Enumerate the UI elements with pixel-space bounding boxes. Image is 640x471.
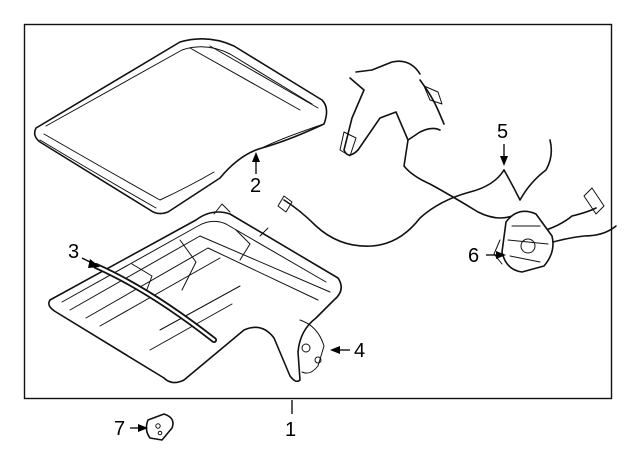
callout-7: 7	[114, 418, 148, 440]
diagram-frame	[23, 23, 613, 400]
roof-panel-part[interactable]	[33, 38, 328, 215]
callout-2-label: 2	[250, 175, 261, 197]
callout-4-label: 4	[354, 340, 365, 362]
callout-3-label: 3	[68, 241, 79, 263]
callout-1: 1	[285, 400, 296, 441]
callout-4: 4	[330, 340, 365, 362]
bracket-clip-part[interactable]	[145, 413, 174, 441]
callout-6-label: 6	[468, 245, 479, 267]
callout-2: 2	[250, 152, 261, 197]
callout-7-label: 7	[114, 418, 125, 440]
callout-1-label: 1	[285, 419, 296, 441]
weatherstrip-seal-part[interactable]	[93, 263, 217, 343]
callout-6: 6	[468, 245, 506, 267]
wiring-harness-part[interactable]	[277, 60, 617, 247]
hydraulic-pump-part[interactable]	[493, 210, 554, 273]
top-frame-assembly-part[interactable]	[48, 203, 342, 384]
callout-5: 5	[497, 121, 508, 166]
callout-5-label: 5	[497, 121, 508, 143]
callout-3: 3	[68, 241, 100, 268]
